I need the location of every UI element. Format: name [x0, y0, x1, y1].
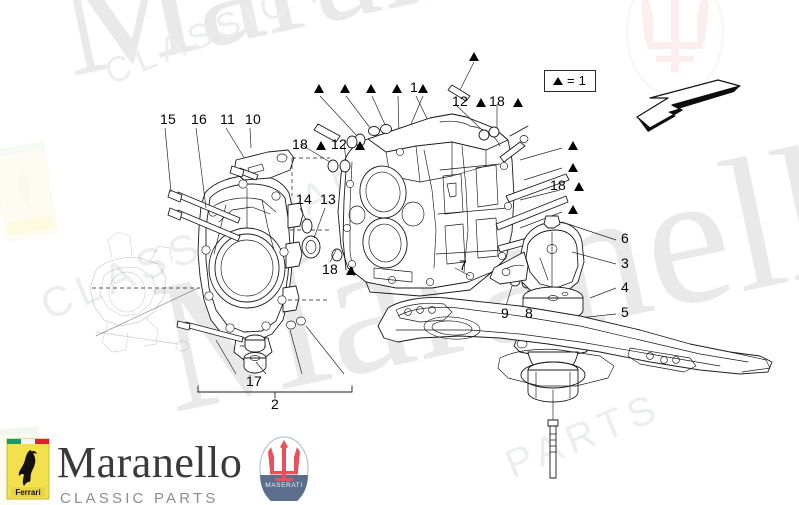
maserati-badge-text: MASERATI: [265, 482, 303, 489]
triangle-icon: [355, 141, 366, 150]
stud-pin-upper-left: [313, 123, 341, 143]
triangle-icon: [418, 84, 428, 93]
marker-number: 18: [292, 136, 308, 152]
callout-7: 7: [459, 257, 467, 273]
footer-branding: Ferrari Maranello CLASSIC PARTS MASERATI: [0, 433, 799, 505]
marker-12-top: 12: [452, 93, 487, 109]
parts-17-and-2: [176, 316, 353, 399]
callout-2: 2: [271, 396, 279, 412]
triangle-icon: [346, 266, 357, 275]
marker-18-left: 18: [292, 136, 327, 152]
brand-wordmark: Maranello: [57, 438, 243, 487]
marker-number: 18: [322, 261, 338, 277]
triangle-icon-right-2: [568, 163, 578, 172]
marker-18-lower-left: 18: [322, 261, 357, 277]
subframe-crossmember: [377, 297, 773, 389]
brand-tagline: CLASSIC PARTS: [60, 490, 219, 505]
marker-number: 12: [452, 93, 468, 109]
svg-text:Ferrari: Ferrari: [15, 488, 40, 497]
triangle-icon: [314, 84, 324, 93]
triangle-icon: [553, 76, 563, 85]
ghost-knuckle-part: [89, 231, 189, 353]
callout-15: 15: [160, 111, 176, 127]
triangle-icon: [476, 98, 487, 107]
marker-number: 18: [489, 93, 505, 109]
triangle-icon: [513, 98, 524, 107]
callout-6: 6: [621, 230, 629, 246]
maserati-trident-logo-icon: MASERATI: [259, 436, 309, 501]
legend-triangle-equals-one: = 1: [544, 70, 596, 92]
bracket-part-10: [229, 149, 295, 181]
callout-14: 14: [296, 191, 312, 207]
seal-and-bearing-13-14: [301, 218, 321, 259]
callout-9: 9: [501, 305, 509, 321]
marker-number: 18: [550, 177, 566, 193]
callout-13: 13: [320, 191, 336, 207]
ferrari-shield-logo-icon: Ferrari: [6, 438, 50, 500]
marker-12-left: 12: [331, 136, 366, 152]
triangle-icon: [366, 84, 376, 93]
legend-equals: =: [567, 73, 575, 88]
callout-1: 1: [410, 79, 418, 95]
triangle-icon: [574, 182, 585, 191]
long-bolts-15-16: [167, 189, 241, 242]
main-gearbox-housing: [337, 113, 515, 297]
callout-10: 10: [245, 111, 261, 127]
leader-lines-misc: [299, 103, 498, 263]
callout-17: 17: [246, 373, 262, 389]
transmission-mount-bracket: [489, 215, 585, 297]
leader-lines-right: [519, 147, 563, 229]
triangle-icon-right-4: [568, 205, 578, 214]
callout-11: 11: [220, 111, 235, 127]
marker-18-right: 18: [550, 177, 585, 193]
maserati-trident-watermark-icon: [626, 0, 724, 97]
triangle-icon: [340, 84, 350, 93]
stud-pin-top: [447, 84, 471, 102]
callout-5: 5: [621, 304, 629, 320]
triangle-icon: [392, 84, 402, 93]
callout-8: 8: [525, 305, 533, 321]
triangle-icon: [316, 141, 327, 150]
triangle-icon-top-single: [469, 52, 479, 61]
triangle-icon-right-1: [568, 141, 578, 150]
callout-3: 3: [621, 255, 629, 271]
marker-18-top: 18: [489, 93, 524, 109]
legend-value: 1: [578, 73, 586, 88]
marker-number: 12: [331, 136, 347, 152]
through-bolt-bottom: [547, 389, 559, 479]
callout-16: 16: [191, 111, 207, 127]
callout-4: 4: [621, 279, 629, 295]
